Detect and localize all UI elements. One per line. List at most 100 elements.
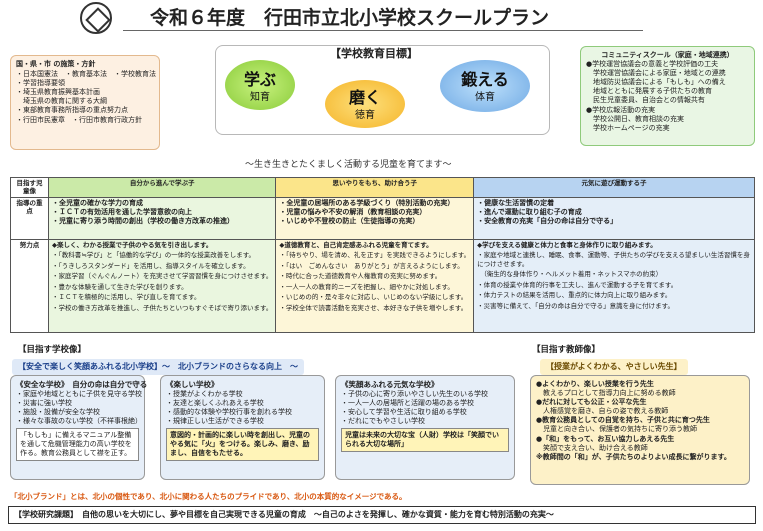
card-item: ・だれにでもやさしい学校 xyxy=(341,417,425,426)
effort-item: ・家庭学習（ぐんぐんノート）を充実させて学習習慣を身につけさせます。 xyxy=(52,272,273,281)
teacher-item: 教えるプロとして指導力向上に努める教師 xyxy=(536,389,676,398)
goal-main: 鍛える xyxy=(461,70,509,89)
teacher-section-heading: 【目指す教師像】 xyxy=(532,345,601,355)
focus-item: ・全児童の確かな学力の育成 xyxy=(52,199,143,207)
card-item: ・様々な事故のない学校（不祥事根絶） xyxy=(16,417,142,426)
card-item: ・一人一人の居場所と活躍の場のある学校 xyxy=(341,398,474,407)
card-note: 「もしも」に備えるマニュアル整備を通して危機管理能力の高い学校を作る。教育公務員… xyxy=(16,428,139,462)
card-heading: 《笑顔あふれる元気な学校》 xyxy=(341,380,439,389)
effort-item: ◆学びを支える健康と体力と食事と身体作りに取り組みます。 xyxy=(477,241,657,249)
row-label-focus: 指導の重点 xyxy=(10,197,49,240)
focus-item: ・児童の悩みや不安の解消（教育相談の充実） xyxy=(279,208,427,217)
teacher-item: ※教師間の「和」が、子供たちのよりよい成長に繋がります。 xyxy=(536,452,731,461)
card-fun-school: 《楽しい学校》 ・授業がよくわかる学校 ・友達と楽しくふれあえる学校 ・感動的な… xyxy=(160,375,325,480)
research-theme: 【学校研究課題】 自他の思いを大切にし、夢や目標を自己実現できる児童の育成 ～自… xyxy=(8,506,756,525)
effort-item: ・時代に合った道徳教育や人権教育の充実に努めます。 xyxy=(279,272,442,281)
effort-item: ・体力テストの結果を活用し、重点的に体力向上に取り組みます。 xyxy=(477,291,672,300)
effort-item: ・「うきしろスタンダード」を活用し、指導スタイルを確立します。 xyxy=(52,261,250,270)
effort-item: ・「待ちやり、場を清め、礼を正す」を実践できるようにします。 xyxy=(279,251,471,260)
policy-box: 国・県・市 の施策・方針 ・日本国憲法 ・教育基本法 ・学校教育法 ・学習指導要… xyxy=(10,55,160,150)
effort-item: ◆道徳教育と、自己肯定感あふれる児童を育てます。 xyxy=(279,241,433,249)
effort-item: ・いじめの的・是々非々に対応し、いじめのない学級にします。 xyxy=(279,293,468,302)
effort-item: ・豊かな体験を通して生きた学びを創ります。 xyxy=(52,282,188,291)
focus-item: ・いじめや不登校の防止（生徒指導の充実） xyxy=(279,217,420,226)
card-teacher: ●よくわかり、楽しい授業を行う先生 教えるプロとして指導力向上に努める教師 ●だ… xyxy=(530,375,750,485)
goal-sub: 徳育 xyxy=(355,109,375,121)
card-item: ・安心して学習や生活に取り組める学校 xyxy=(341,407,467,416)
goal-frame xyxy=(215,45,550,135)
teacher-bar: 【授業がよくわかる、やさしい先生】 xyxy=(540,359,688,376)
goal-circle-train: 鍛える 体育 xyxy=(440,60,530,112)
teacher-item: 人権感覚を磨き、自らの姿で教える教師 xyxy=(536,407,669,416)
community-item: ●学校運営協議会の意義と学校評価の工夫 xyxy=(586,60,719,69)
community-heading: コミュニティスクール（家庭・地域連携） xyxy=(601,51,734,59)
community-item: 地域とともに発展する子供たちの教育 xyxy=(586,87,712,96)
row-label-goal: 目指す児童像 xyxy=(10,177,49,198)
effort-item: ・「はい ごめんなさい ありがとう」が言えるようにします。 xyxy=(279,261,464,270)
row-label-effort: 努力点 xyxy=(10,239,49,333)
page-title: 令和６年度 行田市立北小学校スクールプラン xyxy=(150,7,550,29)
goal-title: 【学校教育目標】 xyxy=(330,47,418,60)
column-header-care: 思いやりをもち、助け合う子 xyxy=(275,177,475,198)
teacher-item: 児童と向き合い、保護者の気持ちに寄り添う教師 xyxy=(536,425,697,434)
goal-circle-learn: 学ぶ 知育 xyxy=(225,60,295,110)
effort-item: ・学校の働き方改革を推進し、子供たちといつもすぐそばで寄り添います。 xyxy=(52,303,273,312)
effort-item: ・災害等に備えて、「自分の命は自分で守る」意識を身に付けます。 xyxy=(477,301,675,310)
focus-item: ・全児童の居場所のある学級づくり（特別活動の充実） xyxy=(279,199,455,207)
focus-cell: ・全児童の確かな学力の育成 ・ＩＣＴの有効活用を通した学習意欲の向上 ・児童に寄… xyxy=(47,197,277,240)
focus-item: ・ＩＣＴの有効活用を通した学習意欲の向上 xyxy=(52,208,192,217)
school-emblem xyxy=(80,2,112,34)
column-header-active: 元気に遊び運動する子 xyxy=(473,177,755,198)
focus-item: ・児童に寄り添う時間の創出（学校の働き方改革の推進） xyxy=(52,217,234,226)
card-item: ・施設・設備が安全な学校 xyxy=(16,407,100,416)
goal-sub: 体育 xyxy=(475,91,495,103)
community-item: 民生児童委員、自治会との情報共有 xyxy=(586,96,705,105)
teacher-item: ●教育公務員としての自覚を持ち、子供と共に育つ先生 xyxy=(536,416,710,425)
effort-cell: ◆学びを支える健康と体力と食事と身体作りに取り組みます。 ・家庭や地域と連携し、… xyxy=(473,239,755,333)
effort-item: ・学校全体で読書活動を充実させ、本好きな子供を増やします。 xyxy=(279,303,468,312)
goal-main: 学ぶ xyxy=(243,70,276,89)
community-item: 学校ホームページの充実 xyxy=(586,123,670,132)
teacher-item: ●「和」をもって、お互い協力しあえる先生 xyxy=(536,434,675,443)
card-item: ・災害に強い学校 xyxy=(16,398,72,407)
card-item: ・感動的な体験や学校行事を創れる学校 xyxy=(166,407,292,416)
effort-item: ・家庭や地域と連携し、睡眠、食事、運動等、子供たちの学びを支える望ましい生活習慣… xyxy=(477,251,750,268)
policy-item: ・行田市民憲章 ・行田市教育行政方針 xyxy=(16,115,142,124)
policy-item: ・日本国憲法 ・教育基本法 ・学校教育法 xyxy=(16,70,156,79)
effort-item: （衛生的な身体作り・ヘルメット着用・ネットスマホの約束） xyxy=(477,270,663,279)
plan-table: 目指す児童像 自分から進んで学ぶ子 思いやりをもち、助け合う子 元気に遊び運動す… xyxy=(10,177,755,333)
policy-item: ・学習指導要領 xyxy=(16,79,65,88)
school-bar: 【安全で楽しく笑顔あふれる北小学校】～ 北小ブランドのさらなる向上 ～ xyxy=(12,359,304,376)
teacher-item: ●よくわかり、楽しい授業を行う先生 xyxy=(536,380,654,388)
teacher-item: 笑顔で支え合い、助け合える教師 xyxy=(536,443,648,452)
community-item: 地域防災協議会による「もしも」への備え xyxy=(586,78,726,87)
effort-item: ・ＩＣＴを積極的に活用し、学び直しを育てます。 xyxy=(52,293,201,302)
card-heading: 《安全な学校》 自分の命は自分で守る xyxy=(16,380,148,389)
community-item: 学校運営協議会による家庭・地域との連携 xyxy=(586,69,726,78)
card-item: ・家庭や地域とともに子供を見守る学校 xyxy=(16,389,142,398)
effort-item: ・一人一人の教育的ニーズを把握し、細やかに対処します。 xyxy=(279,282,454,291)
focus-cell: ・健康な生活習慣の定着 ・進んで運動に取り組む子の育成 ・安全教育の充実「自分の… xyxy=(473,197,755,240)
card-note: 意図的・計画的に楽しい時を創出し、児童のやる気に「火」をつける。楽しみ、磨き、励… xyxy=(166,428,319,462)
column-header-learn: 自分から進んで学ぶ子 xyxy=(47,177,277,198)
focus-item: ・進んで運動に取り組む子の育成 xyxy=(477,208,582,217)
policy-item: 埼玉県の教育に関する大綱 xyxy=(16,97,107,106)
effort-item: ◆楽しく、わかる授業で子供のやる気を引き出します。 xyxy=(52,241,213,249)
effort-item: ・体育の授業や体育的行事を工夫し、進んで運動する子を育てます。 xyxy=(477,280,678,289)
title-underline xyxy=(123,30,643,31)
card-item: ・友達と楽しくふれあえる学校 xyxy=(166,398,264,407)
card-smile-school: 《笑顔あふれる元気な学校》 ・子供の心に寄り添いやさしい先生のいる学校 ・一人一… xyxy=(335,375,515,480)
effort-cell: ◆楽しく、わかる授業で子供のやる気を引き出します。 ・「教科書≒学び」と「協働的… xyxy=(47,239,277,333)
effort-cell: ◆道徳教育と、自己肯定感あふれる児童を育てます。 ・「待ちやり、場を清め、礼を正… xyxy=(275,239,475,333)
card-heading: 《楽しい学校》 xyxy=(166,380,219,389)
brand-definition: 「北小ブランド」とは、北小の個性であり、北小に関わる人たちのプライドであり、北小… xyxy=(10,492,407,501)
teacher-item: ●だれに対しても公正・公平な先生 xyxy=(536,398,647,407)
slogan: ～生き生きとたくましく活動する児童を育てます～ xyxy=(245,160,452,170)
school-section-heading: 【目指す学校像】 xyxy=(18,345,87,355)
card-item: ・規律正しい生活ができる学校 xyxy=(166,417,264,426)
community-box: コミュニティスクール（家庭・地域連携） ●学校運営協議会の意義と学校評価の工夫 … xyxy=(580,46,755,146)
card-item: ・授業がよくわかる学校 xyxy=(166,389,243,398)
policy-heading: 国・県・市 の施策・方針 xyxy=(16,60,96,68)
policy-item: ・東部教育事務所指導の重点努力点 xyxy=(16,106,128,115)
goal-main: 磨く xyxy=(348,88,381,107)
